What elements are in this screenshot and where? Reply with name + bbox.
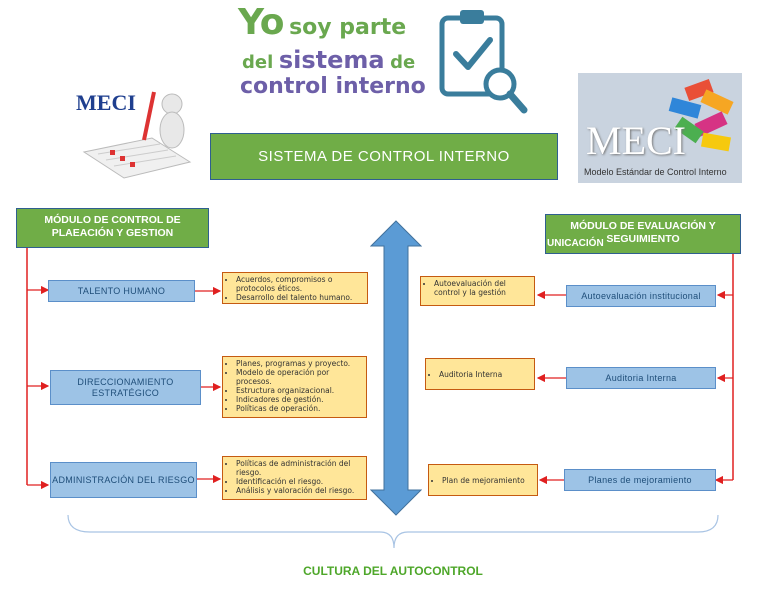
left-module-title: MÓDULO DE CONTROL DE PLAEACIÓN Y GESTION xyxy=(44,214,181,239)
auditoria-interna-box: Auditoria Interna xyxy=(566,367,716,389)
bullet-item: Auditoria Interna xyxy=(439,370,502,379)
bullet-item: Autoevaluación del control y la gestión xyxy=(434,279,530,297)
planes-mejoramiento-bullets: Plan de mejoramiento xyxy=(428,464,538,496)
right-module-title: MÓDULO DE EVALUACIÓN Y SEGUIMIENTO xyxy=(570,220,716,245)
planes-mejoramiento-box: Planes de mejoramiento xyxy=(564,469,716,491)
planes-mejoramiento-label: Planes de mejoramiento xyxy=(588,475,692,485)
direccionamiento-label: DIRECCIONAMIENTO ESTRATÉGICO xyxy=(77,376,174,398)
banner-del: del xyxy=(242,52,274,73)
bullet-item: Políticas de operación. xyxy=(236,404,362,413)
bullet-item: Modelo de operación por procesos. xyxy=(236,368,362,386)
bullet-item: Políticas de administración del riesgo. xyxy=(236,459,362,477)
administracion-riesgo-bullets: Políticas de administración del riesgo. … xyxy=(222,456,367,500)
banner-yo: Yo xyxy=(238,2,284,43)
meci-right-logo: MECI Modelo Estándar de Control Interno xyxy=(578,73,742,183)
direccionamiento-bullets: Planes, programas y proyecto. Modelo de … xyxy=(222,356,367,418)
meci-right-caption: Modelo Estándar de Control Interno xyxy=(584,167,727,177)
colored-blocks-icon xyxy=(668,78,734,152)
autoevaluacion-bullets: Autoevaluación del control y la gestión xyxy=(420,276,535,306)
banner-de: de xyxy=(390,52,416,73)
meci-left-logo: MECI xyxy=(70,80,202,180)
bullet-item: Acuerdos, compromisos o protocolos ético… xyxy=(236,275,363,293)
auditoria-interna-bullets: Auditoria Interna xyxy=(425,358,535,390)
autoevaluacion-label: Autoevaluación institucional xyxy=(581,291,701,301)
autoevaluacion-box: Autoevaluación institucional xyxy=(566,285,716,307)
bullet-item: Planes, programas y proyecto. xyxy=(236,359,362,368)
footer-caption: CULTURA DEL AUTOCONTROL xyxy=(303,564,483,578)
banner-logo: Yo soy parte del sistema de control inte… xyxy=(238,2,538,120)
clipboard-check-icon xyxy=(439,10,528,114)
banner-soy-parte: soy parte xyxy=(289,15,407,40)
administracion-riesgo-label: ADMINISTRACIÓN DEL RIESGO xyxy=(52,474,195,485)
meci-right-text: MECI xyxy=(586,118,686,163)
auditoria-interna-label: Auditoria Interna xyxy=(605,373,677,383)
banner-sistema: sistema xyxy=(278,46,385,74)
talento-humano-bullets: Acuerdos, compromisos o protocolos ético… xyxy=(222,272,368,304)
bullet-item: Identificación el riesgo. xyxy=(236,477,362,486)
system-title-box: SISTEMA DE CONTROL INTERNO xyxy=(210,133,558,180)
bullet-item: Análisis y valoración del riesgo. xyxy=(236,486,362,495)
left-module-header: MÓDULO DE CONTROL DE PLAEACIÓN Y GESTION xyxy=(16,208,209,248)
right-module-header: MÓDULO DE EVALUACIÓN Y SEGUIMIENTO xyxy=(545,214,741,254)
banner-control-interno: control interno xyxy=(240,74,426,99)
administracion-riesgo-box: ADMINISTRACIÓN DEL RIESGO xyxy=(50,462,197,498)
talento-humano-box: TALENTO HUMANO xyxy=(48,280,195,302)
system-title-text: SISTEMA DE CONTROL INTERNO xyxy=(258,148,510,165)
direccionamiento-box: DIRECCIONAMIENTO ESTRATÉGICO xyxy=(50,370,201,405)
talento-humano-label: TALENTO HUMANO xyxy=(77,286,166,296)
bullet-item: Plan de mejoramiento xyxy=(442,476,525,485)
double-arrow-icon xyxy=(370,220,422,516)
bullet-item: Estructura organizacional. xyxy=(236,386,362,395)
right-module-overlap-text: UNICACIÓN xyxy=(547,238,604,249)
bullet-item: Indicadores de gestión. xyxy=(236,395,362,404)
meci-left-text: MECI xyxy=(76,90,136,115)
bullet-item: Desarrollo del talento humano. xyxy=(236,293,363,302)
person-checklist-icon xyxy=(82,91,192,179)
